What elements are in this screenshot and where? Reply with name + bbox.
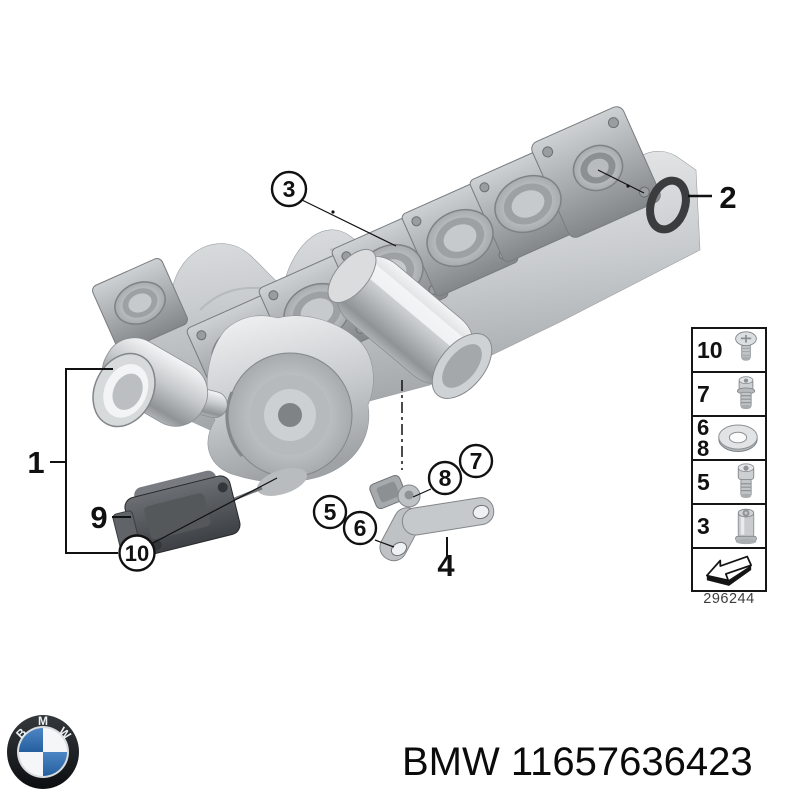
- callout-6: 6: [354, 515, 367, 541]
- callout-circle-3: [270, 170, 308, 208]
- socket-collar-bolt-icon: [736, 376, 756, 410]
- legend-row-5: 5: [693, 461, 765, 505]
- callout-circle-7: [458, 443, 494, 479]
- legend-row-6-8: 6 8: [693, 417, 765, 461]
- drawing-number: 296244: [703, 591, 755, 607]
- washer-icon: [718, 424, 758, 452]
- legend-item-number: 8: [697, 435, 710, 461]
- o-ring-gasket: [646, 176, 690, 234]
- clamp-piece: [369, 474, 407, 510]
- legend-item-number: 7: [697, 380, 710, 407]
- bmw-roundel-logo: B M W: [7, 714, 79, 789]
- legend-item-number: 6: [697, 415, 710, 440]
- pan-head-screw-icon: [735, 331, 757, 361]
- installation-direction-arrow-icon: [705, 555, 753, 586]
- threaded-sleeve-icon: [735, 508, 757, 545]
- legend-item-number: 5: [697, 468, 710, 495]
- callout-3: 3: [283, 176, 296, 202]
- callout-10: 10: [125, 541, 149, 566]
- callout-circle-8: [427, 460, 463, 496]
- callout-8: 8: [439, 465, 452, 491]
- legend-item-number: 3: [697, 512, 710, 539]
- callout-4: 4: [437, 548, 455, 583]
- legend-item-number: 10: [697, 336, 723, 363]
- wastegate-actuator: [112, 470, 241, 557]
- leader-lines: [50, 169, 712, 556]
- roundel-quadrant-blue: [19, 728, 43, 752]
- callout-circle-5: [312, 494, 348, 530]
- part-number-label: BMW 11657636423: [402, 740, 753, 784]
- roundel-quadrant-white: [43, 728, 67, 752]
- legend-row-10: 10: [693, 329, 765, 373]
- callout-circle-10: [118, 534, 156, 572]
- manifold-inlet-pipe: [92, 337, 209, 428]
- legend-row-arrow: [693, 549, 765, 590]
- fastener-legend-panel: 10 7 6 8: [691, 327, 767, 592]
- logo-letter-m: M: [38, 714, 48, 728]
- callout-5: 5: [324, 499, 337, 525]
- roundel-quadrant-blue: [43, 752, 67, 776]
- callouts: 3 10 5 6 7 8 1 2 9 4: [27, 170, 737, 583]
- roundel-quadrant-white: [19, 752, 43, 776]
- support-bracket: [379, 484, 495, 562]
- legend-row-7: 7: [693, 373, 765, 417]
- callout-1: 1: [27, 445, 44, 480]
- callout-7: 7: [470, 448, 483, 474]
- manifold-port: [114, 281, 166, 325]
- legend-row-3: 3: [693, 505, 765, 549]
- callout-circle-6: [342, 510, 378, 546]
- callout-9: 9: [90, 500, 107, 535]
- socket-head-bolt-icon: [737, 463, 755, 498]
- sealing-port: [572, 144, 624, 192]
- callout-2: 2: [719, 180, 736, 215]
